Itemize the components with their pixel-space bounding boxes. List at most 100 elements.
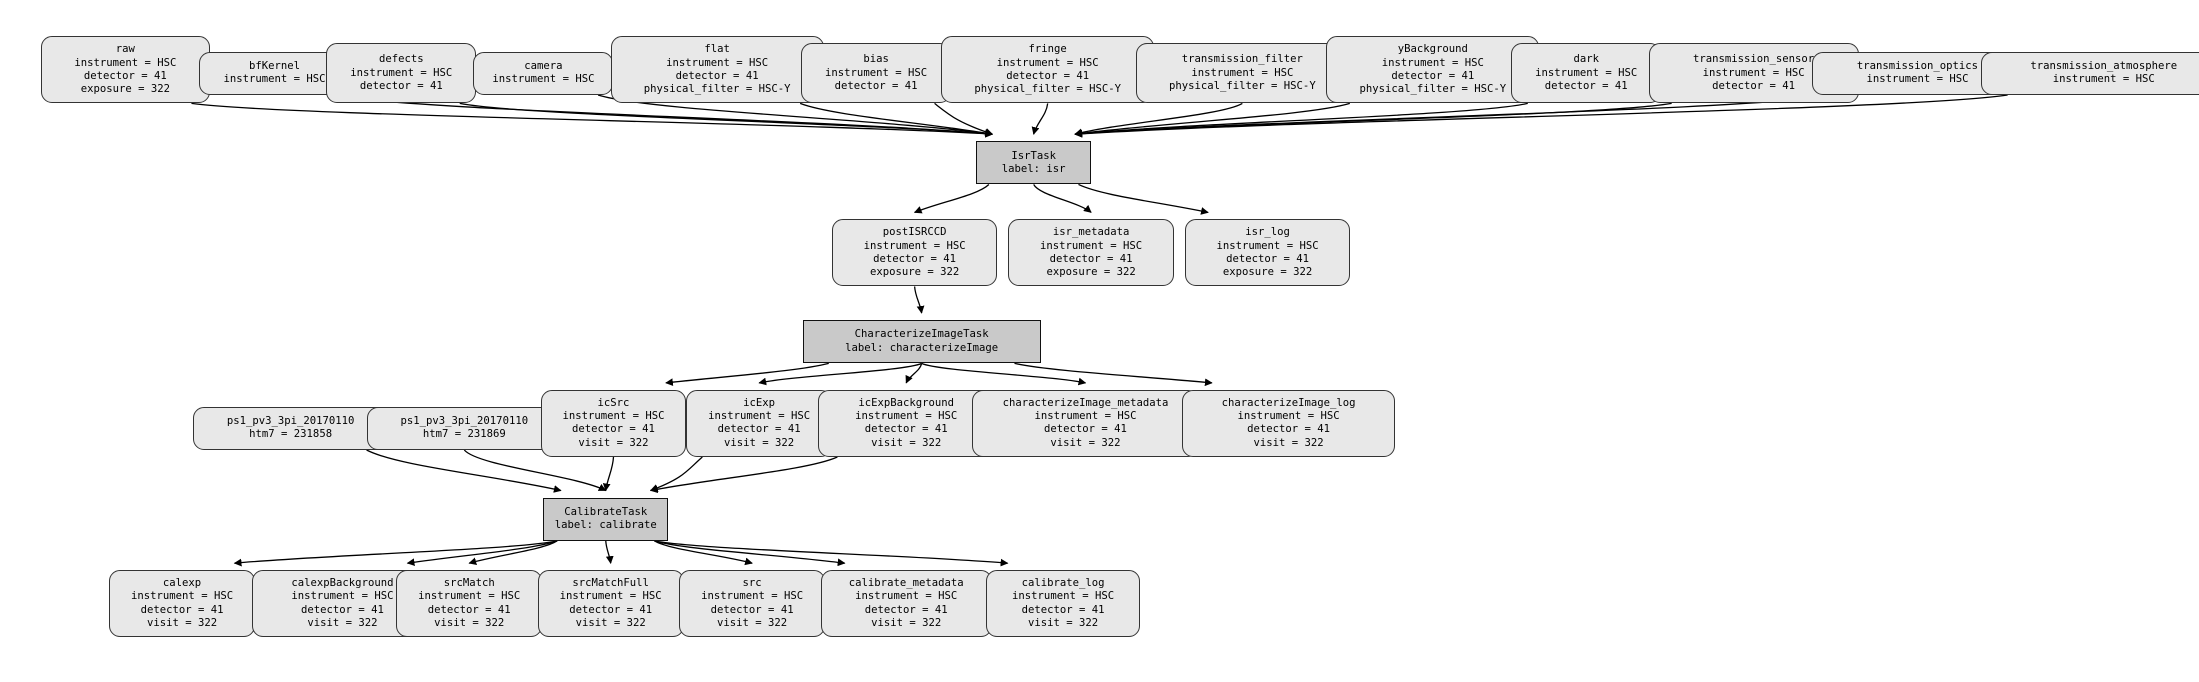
node-detail-line: instrument = HSC — [418, 590, 521, 603]
node-detail-line: instrument = HSC — [1702, 66, 1805, 79]
node-detail-line: instrument = HSC — [1034, 410, 1137, 423]
node-detail-line: instrument = HSC — [825, 66, 928, 79]
node-detail-line: instrument = HSC — [1040, 239, 1143, 252]
node-detail-line: detector = 41 — [83, 69, 167, 82]
node-detail-line: visit = 322 — [1027, 617, 1099, 630]
node-detail-line: detector = 41 — [140, 603, 224, 616]
node-title: bfKernel — [248, 60, 301, 73]
node-title: isr_log — [1245, 226, 1290, 239]
edge-dark-to-IsrTask — [1074, 102, 1528, 138]
node-detail-line: label: calibrate — [554, 519, 657, 532]
edge-icExpBackground-to-CalibrateTask — [649, 456, 838, 494]
edge-CharacterizeImageTask-to-characterizeImage_metadata — [921, 362, 1087, 386]
node-title: bias — [863, 53, 889, 66]
node-title: srcMatch — [443, 577, 495, 590]
node-title: calexpBackground — [291, 577, 394, 590]
node-detail-line: visit = 322 — [724, 436, 795, 449]
node-detail-line: visit = 322 — [871, 436, 942, 449]
node-detail-line: detector = 41 — [675, 69, 759, 82]
edge-CalibrateTask-to-calibrate_metadata — [654, 540, 846, 567]
node-title: dark — [1573, 53, 1599, 66]
edge-CharacterizeImageTask-to-icExpBackground — [905, 363, 923, 384]
edge-icExp-to-CalibrateTask — [649, 456, 703, 492]
node-title: transmission_filter — [1181, 53, 1303, 66]
node-title: icSrc — [597, 396, 630, 409]
node-detail-line: instrument = HSC — [291, 590, 394, 603]
edge-CalibrateTask-to-calibrate_log — [654, 540, 1009, 567]
edge-raw-to-IsrTask — [191, 102, 994, 138]
node-title: transmission_sensor — [1693, 53, 1815, 66]
node-title: ps1_pv3_3pi_20170110 — [400, 415, 529, 428]
node-title: CalibrateTask — [564, 505, 648, 518]
node-detail-line: detector = 41 — [1226, 252, 1310, 265]
node-detail-line: instrument = HSC — [996, 56, 1099, 69]
node-detail-line: exposure = 322 — [869, 266, 960, 279]
node-title: characterizeImage_log — [1221, 396, 1356, 409]
node-detail-line: instrument = HSC — [701, 590, 804, 603]
node-detail-line: detector = 41 — [300, 603, 384, 616]
node-title: icExpBackground — [858, 396, 955, 409]
node-detail-line: detector = 41 — [873, 252, 957, 265]
node-detail-line: physical_filter = HSC-Y — [1169, 80, 1316, 92]
node-detail-line: instrument = HSC — [1237, 410, 1340, 423]
edge-fringe-to-IsrTask — [1031, 103, 1049, 135]
edge-CalibrateTask-to-srcMatchFull — [605, 540, 614, 564]
node-detail-line: instrument = HSC — [666, 56, 769, 69]
edge-yBackground-to-IsrTask — [1074, 102, 1351, 138]
node-detail-line: detector = 41 — [569, 603, 653, 616]
node-detail-line: visit = 322 — [434, 617, 505, 630]
node-detail-line: instrument = HSC — [855, 590, 958, 603]
node-detail-line: instrument = HSC — [855, 410, 958, 423]
node-detail-line: visit = 322 — [717, 617, 788, 630]
node-detail-line: instrument = HSC — [708, 410, 811, 423]
node-detail-line: visit = 322 — [578, 436, 649, 449]
edge-CharacterizeImageTask-to-icExp — [758, 362, 922, 386]
node-detail-line: instrument = HSC — [2052, 73, 2155, 86]
node-title: postISRCCD — [882, 226, 947, 239]
node-title: src — [742, 577, 762, 590]
edge-bias-to-IsrTask — [934, 102, 994, 136]
node-detail-line: visit = 322 — [1050, 436, 1121, 449]
node-detail-line: label: isr — [1001, 162, 1066, 175]
node-title: ps1_pv3_3pi_20170110 — [226, 415, 355, 428]
node-title: transmission_atmosphere — [2030, 60, 2178, 73]
node-title: camera — [524, 60, 563, 73]
node-title: defects — [378, 53, 424, 66]
node-detail-line: detector = 41 — [1247, 423, 1331, 436]
node-detail-line: detector = 41 — [572, 423, 655, 436]
edge-CharacterizeImageTask-to-characterizeImage_log — [1014, 362, 1213, 387]
node-detail-line: instrument = HSC — [559, 590, 662, 603]
node-detail-line: detector = 41 — [864, 603, 948, 616]
